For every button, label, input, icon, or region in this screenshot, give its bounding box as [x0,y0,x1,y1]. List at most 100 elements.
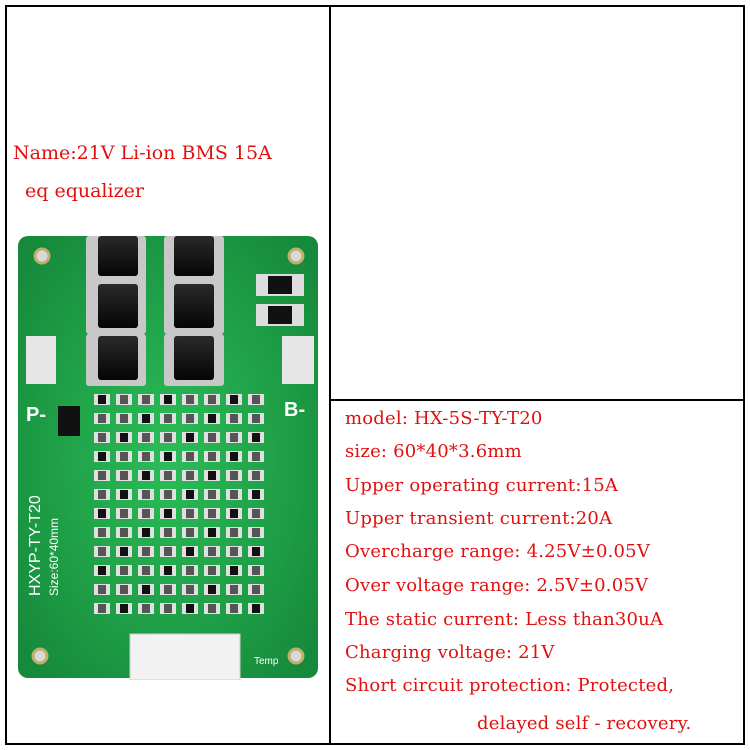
smd-component [252,604,260,613]
smd-component [230,547,238,556]
smd-component [120,414,128,423]
smd-component [120,452,128,461]
smd-component [230,509,238,518]
smd-component [186,566,194,575]
smd-component [252,528,260,537]
smd-component [98,547,106,556]
p-minus-label: P- [26,404,46,426]
smd-component [142,585,150,594]
smd-component [98,566,106,575]
smd-component [164,547,172,556]
smd-component [120,509,128,518]
smd-component [186,414,194,423]
smd-component [252,452,260,461]
smd-component [252,566,260,575]
smd-component [208,566,216,575]
smd-component [230,471,238,480]
smd-component [120,585,128,594]
smd-component [208,395,216,404]
spec-short-circuit: Short circuit protection: Protected, [345,675,675,696]
spec-operating-current: Upper operating current:15A [345,475,619,496]
temp-label: Temp [254,656,279,667]
smd-component [208,604,216,613]
spec-over-voltage-range: Over voltage range: 2.5V±0.05V [345,575,649,596]
smd-component [98,528,106,537]
smd-component [230,585,238,594]
silk-size: Size:60*40mm [47,518,61,596]
smd-component [252,395,260,404]
smd-component [186,452,194,461]
smd-component [142,452,150,461]
smd-component [230,433,238,442]
smd-component [120,490,128,499]
balance-connector [129,633,241,681]
smd-component [230,452,238,461]
smd-component [98,490,106,499]
smd-component [164,433,172,442]
smd-component [98,395,106,404]
bms-board-image: P- B- HXYP-TY-T20 Size:60*40mm Temp [18,236,324,681]
smd-component [120,395,128,404]
spec-overcharge-range: Overcharge range: 4.25V±0.05V [345,541,651,562]
smd-component [230,414,238,423]
smd-component [186,528,194,537]
smd-component [164,528,172,537]
smd-component [120,471,128,480]
smd-component [98,604,106,613]
smd-component [142,414,150,423]
smd-component [252,509,260,518]
smd-component [120,547,128,556]
smd-component [230,566,238,575]
b-minus-label: B- [284,399,305,421]
smd-component [142,433,150,442]
spec-transient-current: Upper transient current:20A [345,508,613,529]
smd-component [120,528,128,537]
smd-component [164,395,172,404]
mounting-holes [31,247,305,665]
smd-component [186,433,194,442]
smd-component [230,395,238,404]
smd-component [164,414,172,423]
product-name-subtitle: eq equalizer [25,180,144,202]
smd-component [164,452,172,461]
smd-component [142,395,150,404]
smd-component [186,395,194,404]
mosfet-array [86,236,224,386]
smd-component [230,528,238,537]
smd-component [142,509,150,518]
smd-component [208,547,216,556]
smd-component [208,414,216,423]
smd-component [142,547,150,556]
smd-component [98,509,106,518]
smd-component [98,452,106,461]
smd-component [208,585,216,594]
smd-component [208,490,216,499]
smd-component [142,490,150,499]
smd-component [208,471,216,480]
smd-component [164,471,172,480]
smd-component [164,490,172,499]
smd-component [252,490,260,499]
spec-static-current: The static current: Less than30uA [345,609,664,630]
smd-component [208,509,216,518]
smd-component [252,414,260,423]
smd-component [230,490,238,499]
spec-short-circuit-cont: delayed self - recovery. [477,713,692,734]
smd-component [252,471,260,480]
smd-component [120,566,128,575]
smd-component [120,604,128,613]
top-right-panel [329,5,745,401]
smd-component [186,547,194,556]
smd-component [208,452,216,461]
shunt-resistors [256,274,304,326]
smd-component [142,528,150,537]
silk-model: HXYP-TY-T20 [27,495,44,596]
smd-component [164,509,172,518]
smd-component [186,585,194,594]
smd-component [164,604,172,613]
smd-component [208,433,216,442]
smd-component [252,433,260,442]
component-grid [94,394,264,614]
smd-component [252,585,260,594]
spec-panel [329,399,745,745]
